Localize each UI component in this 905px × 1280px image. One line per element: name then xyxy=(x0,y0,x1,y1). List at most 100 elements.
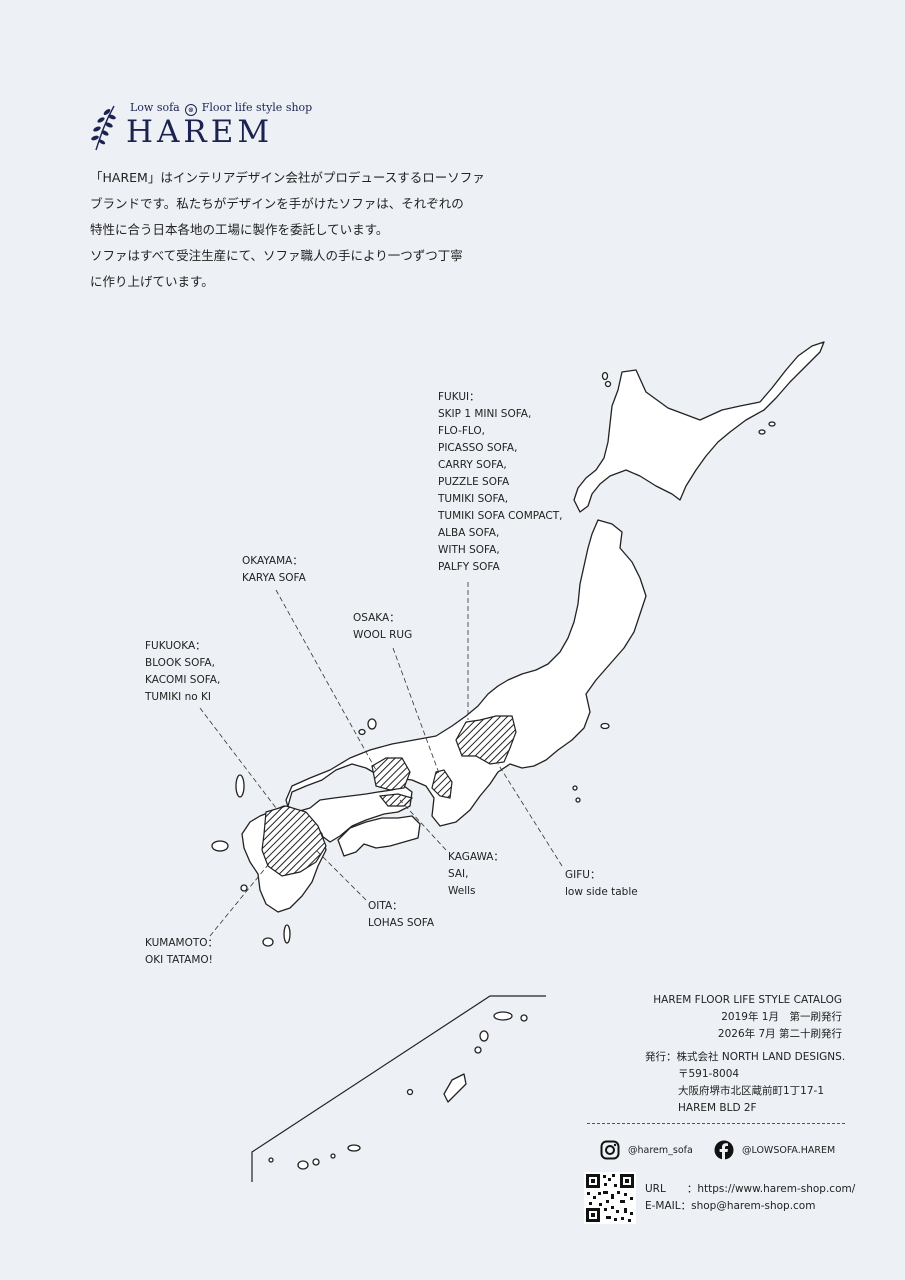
label-line: Wells xyxy=(448,885,476,897)
catalog-info: HAREM FLOOR LIFE STYLE CATALOG 2019年 1月 … xyxy=(560,992,842,1043)
label-line: TUMIKI SOFA COMPACT, xyxy=(438,510,563,522)
instagram-link[interactable]: @harem_sofa xyxy=(600,1140,693,1160)
island xyxy=(211,840,229,852)
island xyxy=(493,1011,513,1021)
inset-frame xyxy=(251,995,546,1182)
island xyxy=(443,1073,467,1103)
label-line: SAI, xyxy=(448,868,469,880)
label-gifu: GIFU： low side table xyxy=(565,867,638,901)
tagline-right: Floor life style shop xyxy=(201,101,313,114)
hokkaido-shape xyxy=(573,341,825,513)
label-line: BLOOK SOFA, xyxy=(145,657,215,669)
publisher-name: 発行：株式会社 NORTH LAND DESIGNS. xyxy=(645,1051,846,1063)
leader-osaka xyxy=(392,647,441,777)
island xyxy=(406,1088,414,1096)
label-line: WOOL RUG xyxy=(353,629,413,641)
label-line: PUZZLE SOFA xyxy=(438,476,510,488)
label-line: PICASSO SOFA, xyxy=(438,442,518,454)
leader-kagawa xyxy=(399,799,447,851)
brand-name: HAREM xyxy=(126,114,274,150)
island xyxy=(604,380,612,388)
leader-kumamoto xyxy=(209,859,273,937)
label-line: low side table xyxy=(565,886,638,898)
island xyxy=(479,1030,489,1042)
intro-text: 「HAREM」はインテリアデザイン会社がプロデュースするローソファ ブランドです… xyxy=(90,165,510,295)
island xyxy=(312,1158,320,1166)
label-fukuoka: FUKUOKA： BLOOK SOFA, KACOMI SOFA, TUMIKI… xyxy=(145,638,220,706)
island xyxy=(347,1144,361,1152)
osaka-region xyxy=(431,769,453,799)
island xyxy=(758,429,766,435)
island xyxy=(600,722,610,730)
label-kumamoto: KUMAMOTO： OKI TATAMO! xyxy=(145,935,218,969)
divider xyxy=(587,1123,845,1124)
label-line: FLO-FLO, xyxy=(438,425,485,437)
instagram-icon xyxy=(600,1140,620,1160)
intro-line: ソファはすべて受注生産にて、ソファ職人の手により一つずつ丁寧 xyxy=(90,248,463,263)
island xyxy=(262,937,274,947)
leaf-logo-icon xyxy=(91,105,116,151)
island xyxy=(768,421,776,427)
intro-line: に作り上げています。 xyxy=(90,274,214,289)
facebook-icon xyxy=(714,1140,734,1160)
leader-okayama xyxy=(275,589,377,771)
island xyxy=(520,1014,528,1022)
label-line: FUKUI： xyxy=(438,391,480,403)
label-line: GIFU： xyxy=(565,869,601,881)
island xyxy=(601,371,609,381)
label-line: LOHAS SOFA xyxy=(368,917,435,929)
island xyxy=(474,1046,482,1054)
label-line: FUKUOKA： xyxy=(145,640,206,652)
label-line: KARYA SOFA xyxy=(242,572,306,584)
label-line: CARRY SOFA, xyxy=(438,459,507,471)
label-line: KUMAMOTO： xyxy=(145,937,219,949)
publisher-info: 発行：株式会社 NORTH LAND DESIGNS. 〒591-8004 大阪… xyxy=(645,1049,845,1117)
label-line: PALFY SOFA xyxy=(438,561,500,573)
label-line: TUMIKI SOFA, xyxy=(438,493,509,505)
island xyxy=(330,1153,336,1159)
facebook-handle: @LOWSOFA.HAREM xyxy=(742,1144,836,1156)
qr-code-icon[interactable] xyxy=(584,1172,636,1224)
label-line: TUMIKI no KI xyxy=(145,691,211,703)
intro-line: ブランドです。私たちがデザインを手がけたソファは、それぞれの xyxy=(90,196,464,211)
instagram-handle: @harem_sofa xyxy=(628,1144,693,1156)
fukuoka-oita-kumamoto-region xyxy=(261,805,327,877)
leader-oita xyxy=(315,849,367,901)
shikoku-shape xyxy=(337,815,421,857)
island xyxy=(367,718,377,730)
label-line: OITA： xyxy=(368,900,403,912)
leader-fukuoka xyxy=(199,707,277,809)
label-osaka: OSAKA： WOOL RUG xyxy=(353,610,412,644)
label-oita: OITA： LOHAS SOFA xyxy=(368,898,434,932)
label-line: KACOMI SOFA, xyxy=(145,674,221,686)
website-url[interactable]: URL ：https://www.harem-shop.com/ xyxy=(645,1183,856,1195)
email-address[interactable]: E-MAIL：shop@harem-shop.com xyxy=(645,1200,816,1212)
island xyxy=(358,728,366,736)
intro-line: 「HAREM」はインテリアデザイン会社がプロデュースするローソファ xyxy=(90,170,485,185)
address: 大阪府堺市北区蔵前町1丁17-1 xyxy=(678,1085,825,1097)
tagline-left: Low sofa xyxy=(130,101,180,114)
facebook-link[interactable]: @LOWSOFA.HAREM xyxy=(714,1140,835,1160)
catalog-title: HAREM FLOOR LIFE STYLE CATALOG xyxy=(653,994,842,1006)
label-line: OSAKA： xyxy=(353,612,400,624)
label-line: WITH SOFA, xyxy=(438,544,500,556)
fukui-gifu-region xyxy=(455,715,517,765)
label-line: KAGAWA： xyxy=(448,851,504,863)
label-line: SKIP 1 MINI SOFA, xyxy=(438,408,532,420)
tagline-separator-icon: ⊗ xyxy=(184,104,197,116)
island xyxy=(572,785,578,791)
label-line: OKAYAMA： xyxy=(242,555,303,567)
postal-code: 〒591-8004 xyxy=(678,1068,740,1080)
kagawa-region xyxy=(378,793,414,807)
label-line: OKI TATAMO! xyxy=(145,954,213,966)
contact-info: URL ：https://www.harem-shop.com/ E-MAIL：… xyxy=(645,1181,855,1215)
island xyxy=(240,884,248,892)
label-line: ALBA SOFA, xyxy=(438,527,500,539)
okayama-region xyxy=(371,757,411,791)
island xyxy=(268,1157,274,1163)
current-edition: 2026年 7月 第二十刷発行 xyxy=(717,1028,842,1040)
brand-tagline: Low sofa ⊗ Floor life style shop xyxy=(130,101,312,116)
island xyxy=(575,797,581,803)
building: HAREM BLD 2F xyxy=(678,1102,757,1114)
